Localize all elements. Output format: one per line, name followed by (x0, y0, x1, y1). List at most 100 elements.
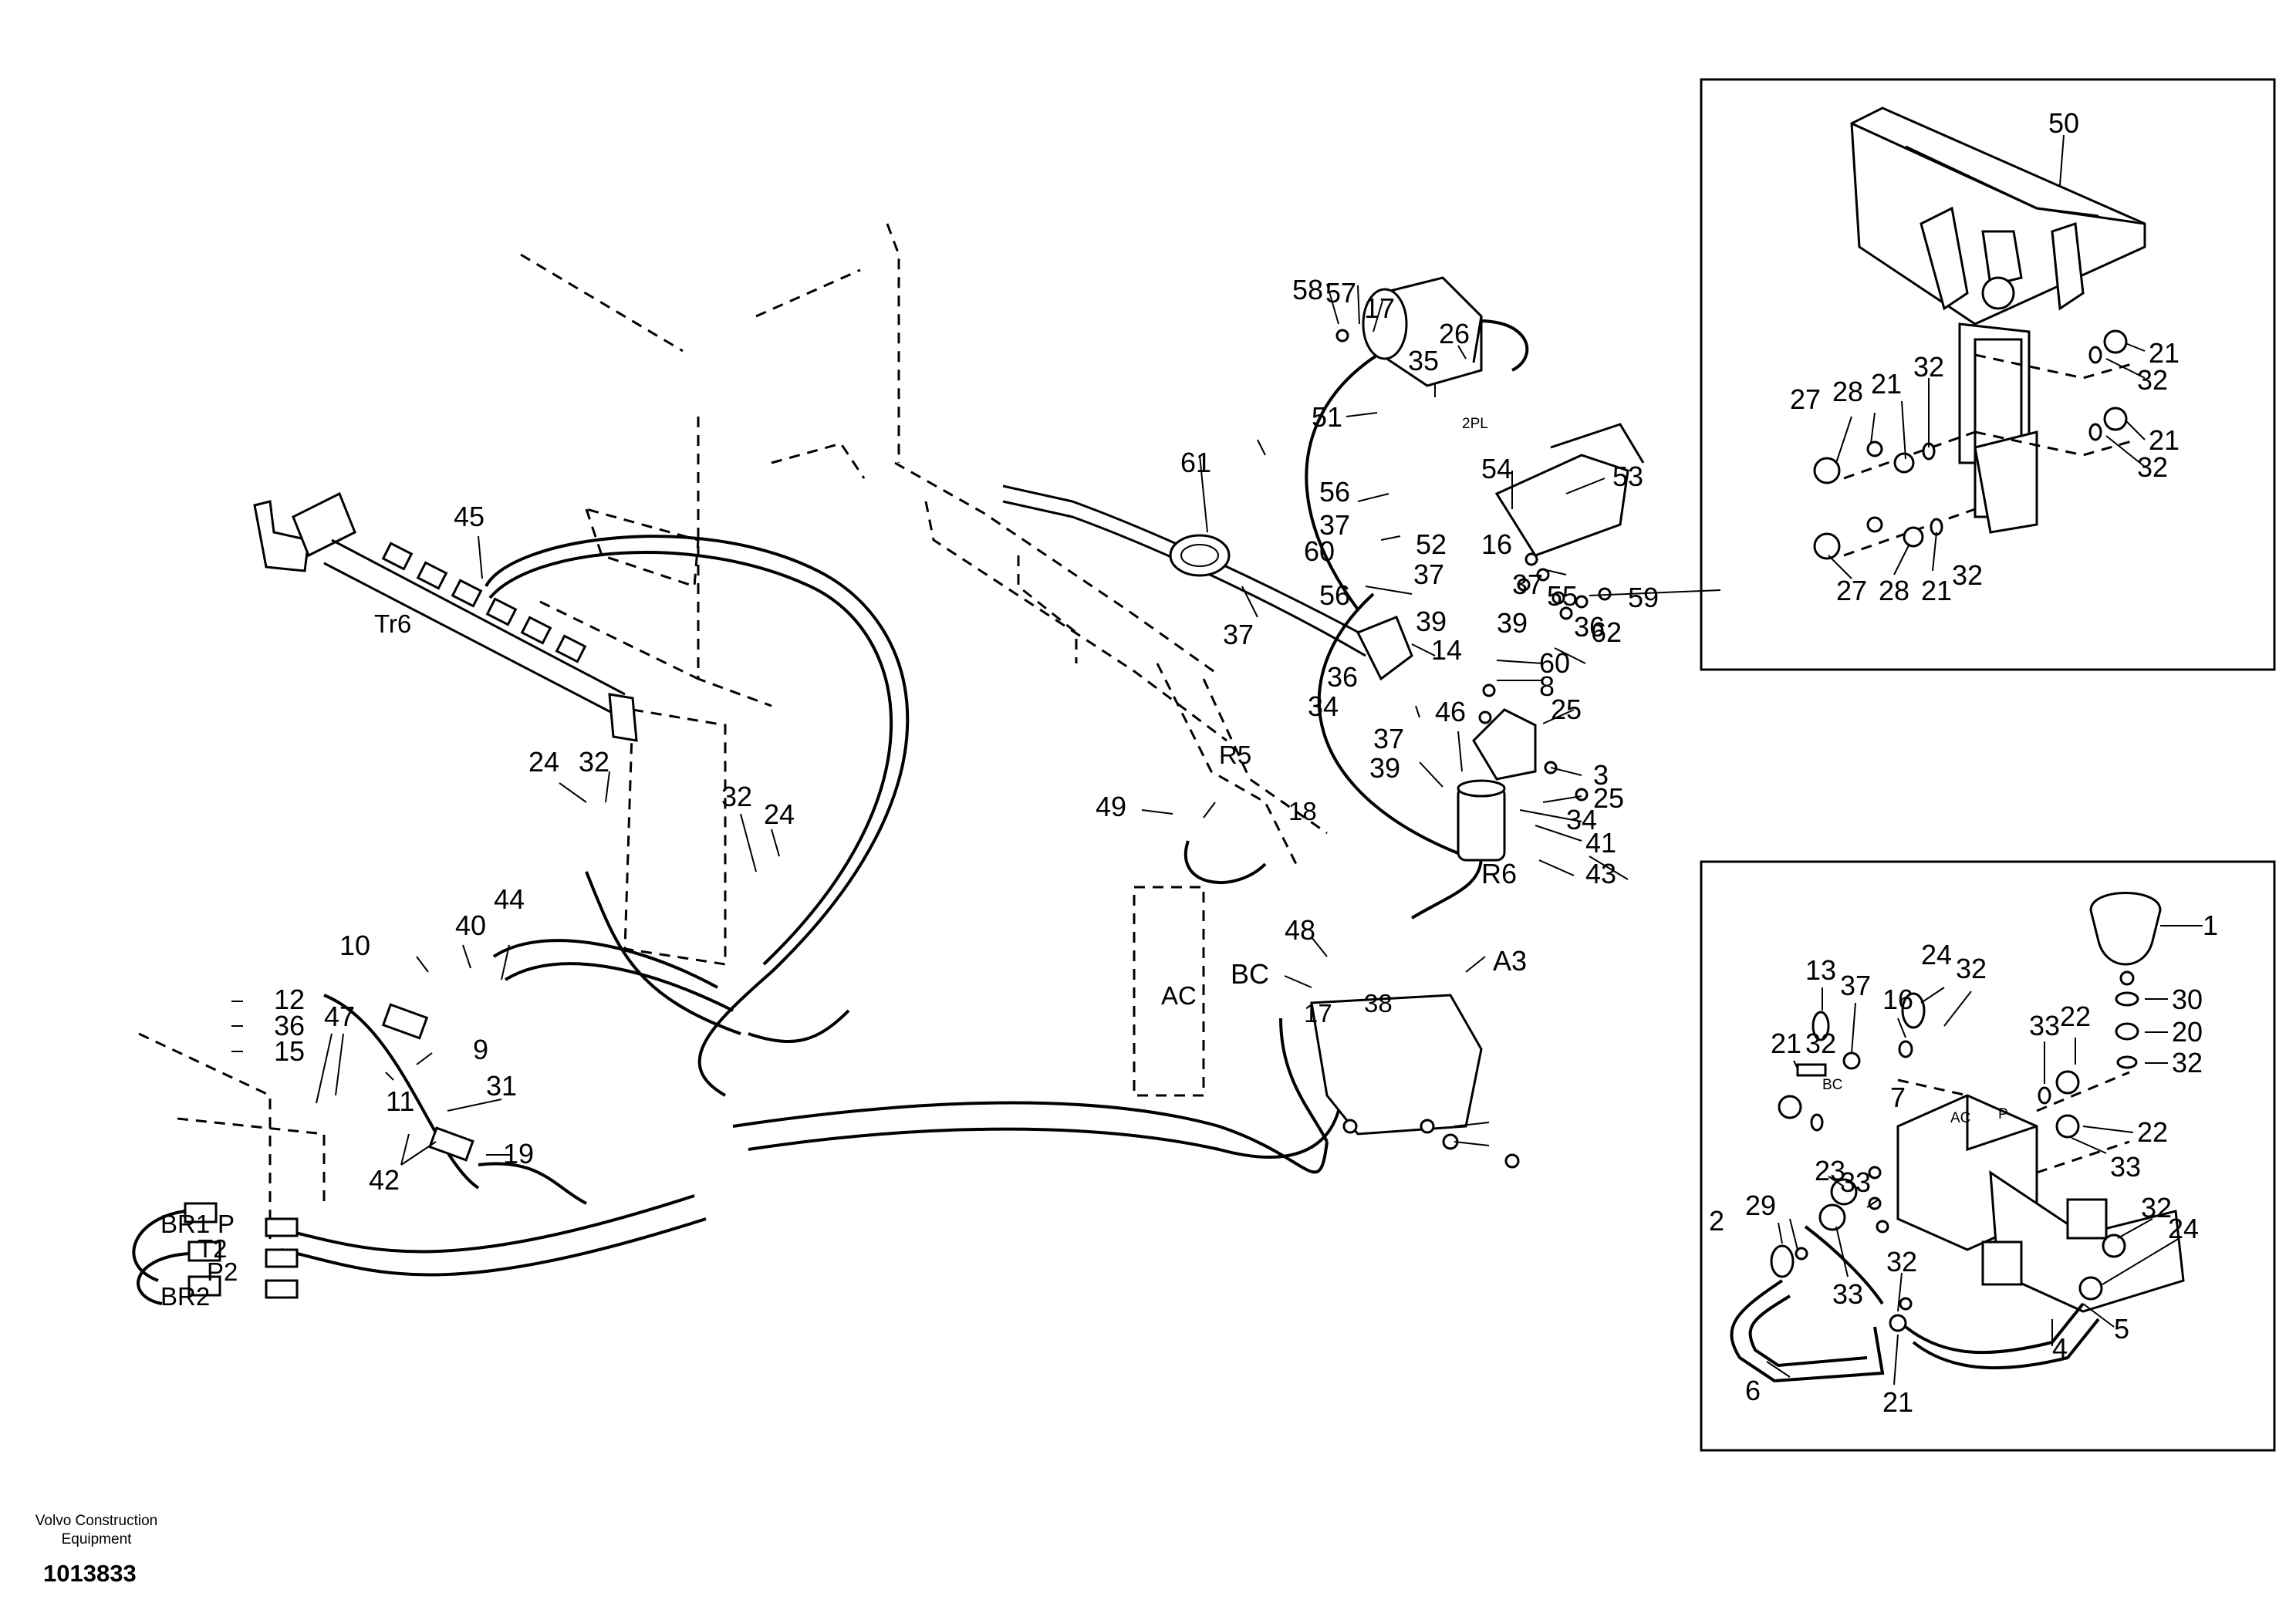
callout: 37 (1413, 559, 1444, 590)
callout: 30 (2172, 984, 2203, 1015)
manufacturer-name: Volvo Construction Equipment (35, 1513, 158, 1547)
callout: 37 (1223, 619, 1254, 650)
callout: 21 (1921, 575, 1952, 606)
callout: 24 (2168, 1213, 2199, 1244)
callout: 26 (1439, 318, 1470, 349)
callout: 51 (1312, 401, 1342, 433)
callout: 21 (1871, 368, 1902, 400)
callout: 61 (1180, 447, 1211, 478)
callout: A3 (1493, 945, 1527, 977)
callout: P2 (207, 1257, 238, 1286)
callout: 50 (2048, 107, 2079, 139)
callout: 17 (1364, 292, 1395, 324)
callout: P (218, 1210, 235, 1238)
callout: 9 (473, 1034, 488, 1065)
callout: 34 (1308, 690, 1339, 722)
callout: 20 (2172, 1016, 2203, 1048)
callout: 36 (1327, 661, 1358, 693)
callout: 55 (1547, 580, 1578, 612)
callout: 6 (1745, 1375, 1761, 1406)
callout: P (1998, 1106, 2008, 1122)
callout: T2 (198, 1234, 228, 1263)
callout: 21 (2149, 424, 2180, 456)
callout: 21 (1771, 1028, 1801, 1059)
callout: 58 (1292, 274, 1323, 305)
callout: 27 (1790, 383, 1821, 415)
callout: 25 (1593, 782, 1624, 814)
callout: 32 (1956, 953, 1987, 984)
callout: 21 (1882, 1386, 1913, 1418)
callout: 29 (1745, 1190, 1776, 1221)
callout: 34 (1566, 804, 1597, 835)
pedal-valve-drawing (1813, 106, 2146, 560)
callout: 24 (764, 798, 795, 830)
callout: 56 (1319, 579, 1350, 611)
callout: 39 (1369, 752, 1400, 784)
callout: 32 (2141, 1192, 2172, 1223)
callout: 7 (1890, 1082, 1906, 1113)
callout: 32 (2137, 451, 2168, 483)
callout: 60 (1304, 535, 1335, 567)
callout: 24 (528, 746, 559, 778)
callout: 62 (1591, 616, 1622, 648)
callout: 12 (274, 984, 305, 1015)
callout: 1 (2203, 910, 2218, 941)
callout: 44 (494, 883, 525, 915)
callout: 32 (2172, 1047, 2203, 1078)
callout: 25 (1551, 694, 1582, 725)
callout: 32 (1952, 559, 1983, 591)
callout: 39 (1416, 606, 1447, 637)
callout: 54 (1481, 453, 1512, 484)
callout: 33 (1832, 1278, 1863, 1310)
callout: 38 (1364, 989, 1393, 1018)
callout: AC (1161, 981, 1197, 1010)
callout: 32 (1805, 1028, 1836, 1059)
callout: 24 (1921, 939, 1952, 970)
callout: Tr6 (374, 609, 411, 638)
callout: R6 (1481, 858, 1517, 889)
callout: 56 (1319, 476, 1350, 508)
callout: 35 (1408, 345, 1439, 376)
callout: 5 (2114, 1313, 2129, 1345)
callout: BR2 (160, 1282, 210, 1311)
callout: 49 (1096, 791, 1126, 822)
callout: 15 (274, 1035, 305, 1067)
callout: 31 (486, 1070, 517, 1102)
main-assembly-drawing (132, 223, 1645, 1305)
callout: 11 (386, 1085, 414, 1117)
callout: 47 (324, 1001, 355, 1032)
document-number: 1013833 (43, 1560, 137, 1587)
callout: 22 (2060, 1001, 2091, 1032)
callout: 2 (1709, 1205, 1724, 1237)
callout: 52 (1416, 528, 1447, 560)
callout: 40 (455, 910, 486, 941)
callout: BC (1822, 1077, 1842, 1093)
callout: 36 (1574, 611, 1605, 643)
callout: 46 (1435, 696, 1466, 727)
callout: 53 (1612, 461, 1643, 492)
callout: 32 (579, 746, 609, 778)
callout: 37 (1373, 723, 1404, 754)
callout: 32 (1913, 351, 1944, 383)
callout: 43 (1585, 858, 1616, 889)
callout: 2PL (1462, 416, 1488, 432)
inset-leader-lines (1766, 134, 2203, 1385)
inset-frame-pedal (1700, 78, 2276, 671)
callout: 39 (1497, 607, 1528, 639)
callout: 33 (2029, 1010, 2060, 1041)
callout: 37 (1319, 509, 1350, 541)
callout: 23 (1815, 1155, 1845, 1186)
callout: 4 (2052, 1332, 2068, 1364)
callout: 10 (339, 930, 370, 961)
callout: BC (1231, 958, 1269, 990)
callout: 16 (1882, 984, 1913, 1015)
callout: BR1 (160, 1210, 210, 1238)
callout: 33 (2110, 1151, 2141, 1183)
callout: 19 (503, 1138, 534, 1169)
callout: 21 (2149, 337, 2180, 369)
callout: 33 (1840, 1166, 1871, 1198)
callout: 8 (1539, 670, 1555, 702)
callout: 37 (1512, 569, 1543, 600)
callout: 48 (1285, 914, 1315, 946)
callout: 37 (1840, 970, 1871, 1001)
